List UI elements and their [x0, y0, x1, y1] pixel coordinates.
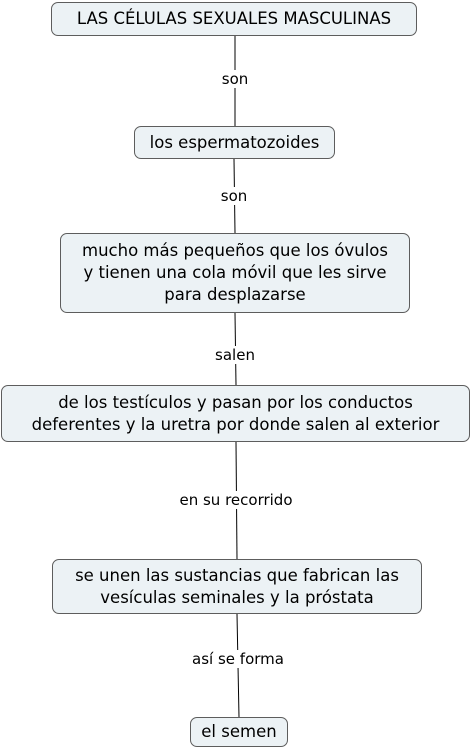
concept-node-mas-pequenos-cola-movil[interactable]: mucho más pequeños que los óvulos y tien… — [60, 233, 410, 313]
concept-node-celulas-sexuales-masculinas[interactable]: LAS CÉLULAS SEXUALES MASCULINAS — [51, 2, 417, 36]
concept-node-testiculos-conductos-uretra[interactable]: de los testículos y pasan por los conduc… — [1, 385, 470, 442]
concept-node-vesiculas-seminales-prostata[interactable]: se unen las sustancias que fabrican las … — [52, 559, 422, 614]
concept-node-semen[interactable]: el semen — [190, 717, 288, 747]
link-label-salen: salen — [213, 346, 257, 364]
link-label-en-su-recorrido: en su recorrido — [177, 491, 295, 509]
concept-node-espermatozoides[interactable]: los espermatozoides — [134, 126, 335, 159]
link-label-asi-se-forma: así se forma — [190, 650, 286, 668]
link-label-son: son — [218, 187, 250, 205]
link-label-son: son — [219, 70, 251, 88]
